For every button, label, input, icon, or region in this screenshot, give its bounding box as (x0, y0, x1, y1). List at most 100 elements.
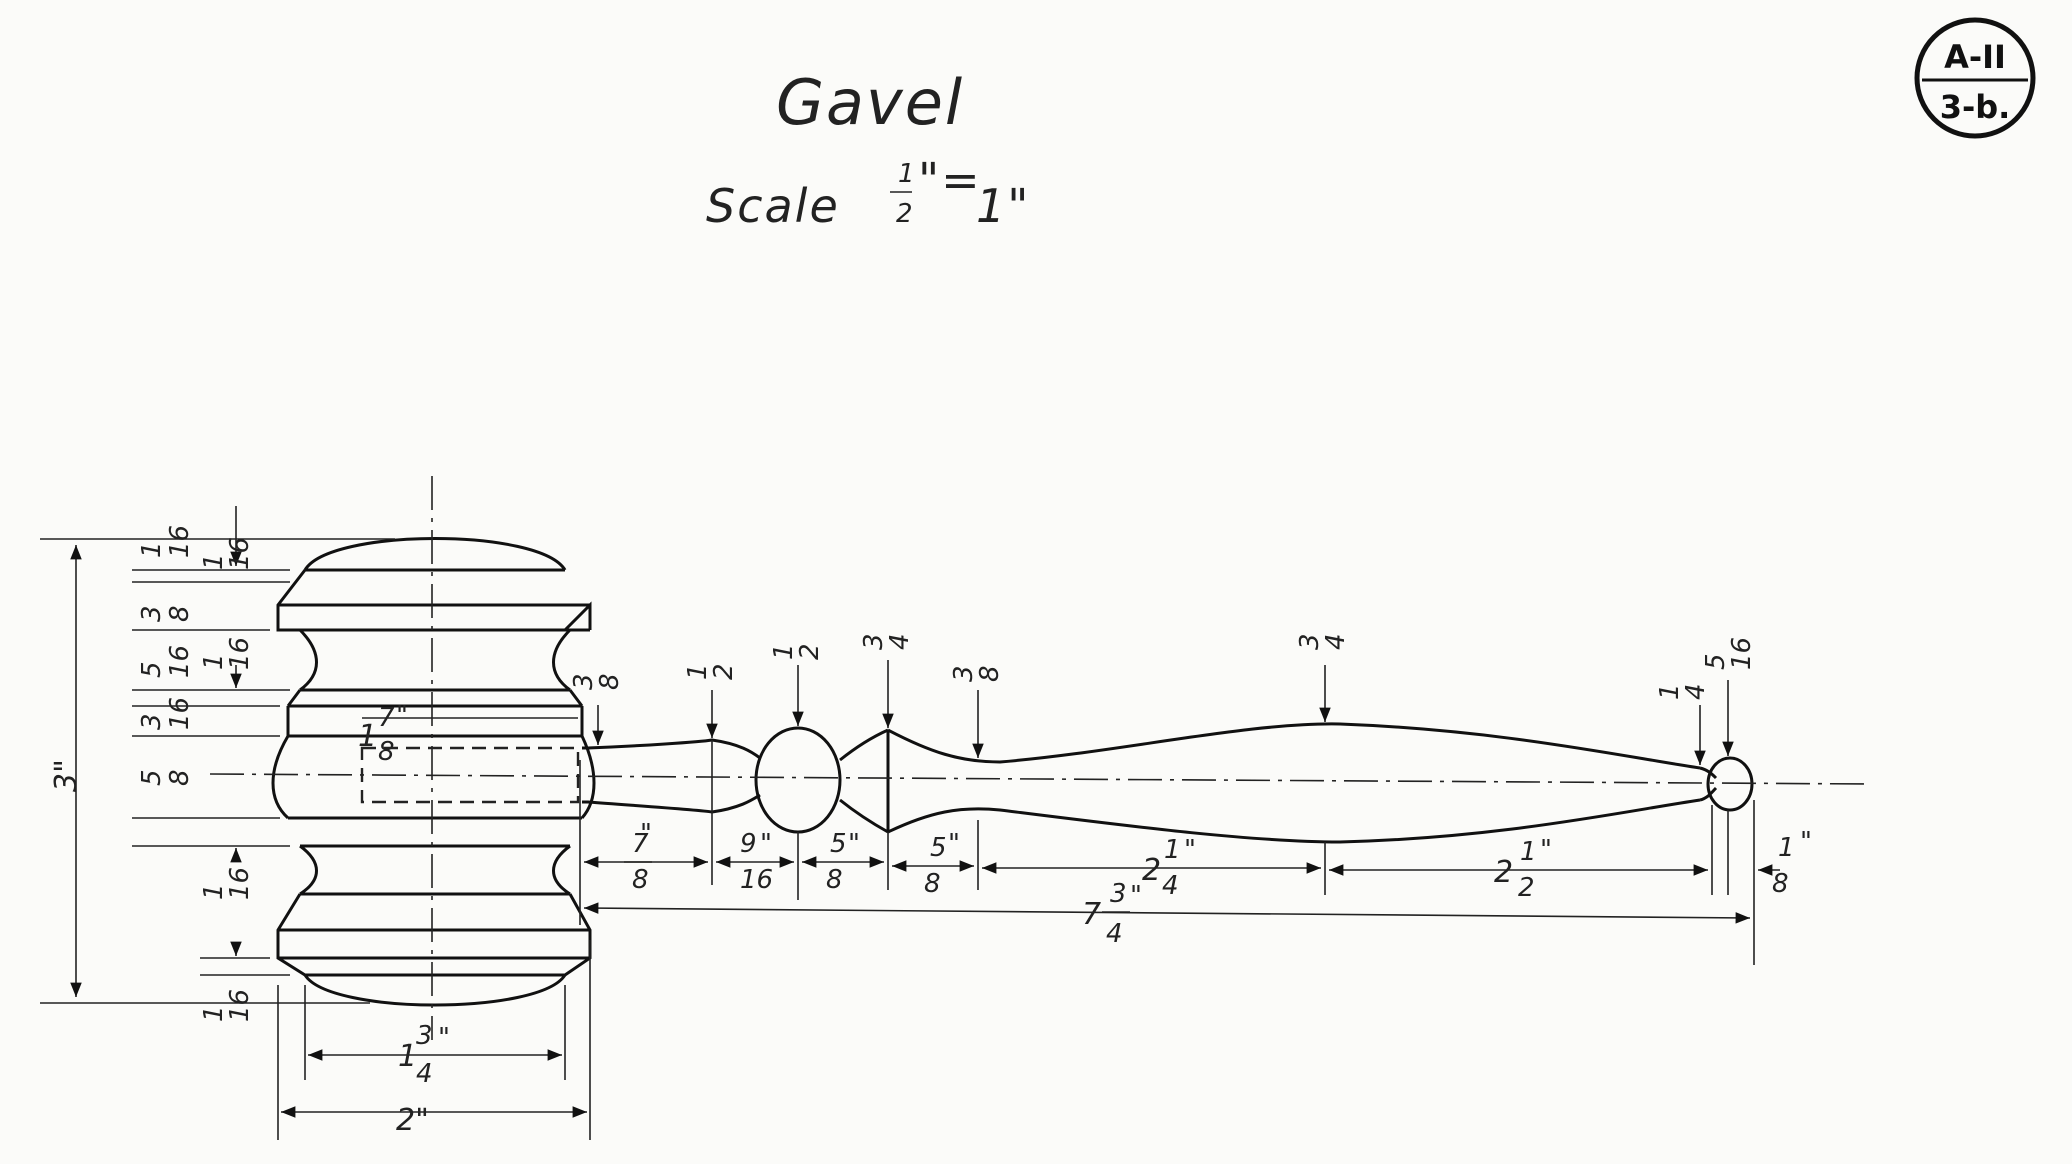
handle-neck-top (582, 738, 761, 760)
drawing-title: Gavel (776, 66, 964, 139)
gavel-head (271, 476, 596, 1040)
head-lower-groove (299, 844, 571, 896)
len-num: 5 (830, 829, 847, 859)
len-num: 1 (1164, 835, 1181, 865)
head-lower-collar (276, 893, 592, 977)
head-hidden-bore (360, 746, 580, 804)
right-stack-den: 16 (225, 537, 255, 570)
inch-mark: " (1184, 835, 1196, 865)
diam-den: 4 (885, 633, 915, 650)
left-stack-num: 3 (137, 605, 167, 622)
handle-center-line (209, 773, 1871, 785)
right-stack-den: 16 (225, 637, 255, 670)
right-stack-num: 1 (199, 653, 229, 670)
len-num: 7 (632, 829, 649, 859)
diam-num: 1 (683, 663, 713, 680)
diam-num: 3 (1295, 633, 1325, 650)
diam-den: 4 (1681, 683, 1711, 700)
left-stack-num: 1 (137, 541, 167, 558)
left-stack-den: 8 (165, 605, 195, 622)
right-stack-den: 16 (225, 867, 255, 900)
inch-marks: " " " " " " " " " " (396, 701, 1812, 1053)
len-num: 1 (1520, 837, 1537, 867)
len-den: 4 (1162, 871, 1179, 901)
inch-mark: " (1130, 881, 1142, 911)
badge-bottom: 3-b. (1940, 88, 2011, 126)
diam-den: 8 (975, 665, 1005, 682)
inch-mark: " (640, 819, 652, 849)
scale-right: 1" (976, 179, 1030, 233)
scale-equals: "= (918, 153, 982, 207)
head-upper-collar (276, 569, 592, 632)
len-den: 2 (1518, 873, 1535, 903)
inch-mark: " (438, 1023, 450, 1053)
scale-numerator: 1 (898, 159, 915, 189)
bore-depth-whole: 1 (358, 719, 377, 754)
len-den: 8 (924, 869, 941, 899)
diam-den: 16 (1727, 637, 1757, 670)
diam-den: 2 (795, 643, 825, 660)
head-upper-groove (298, 628, 572, 692)
sheet-badge: A-II 3-b. (1914, 17, 2036, 139)
inch-mark: " (396, 701, 408, 731)
left-stack-num: 5 (137, 661, 167, 678)
inch-mark: " (760, 829, 772, 859)
inner-width-den: 4 (416, 1059, 433, 1089)
diam-num: 3 (949, 665, 979, 682)
diam-den: 8 (595, 673, 625, 690)
diam-num: 3 (859, 633, 889, 650)
overall-num: 3 (1110, 879, 1127, 909)
overall-whole: 7 (1082, 897, 1101, 932)
inner-width-num: 3 (416, 1021, 433, 1051)
right-stack-num: 1 (199, 1005, 229, 1022)
head-dimension-lines (40, 506, 591, 1140)
len-whole: 2 (1494, 855, 1513, 890)
left-stack-num: 5 (137, 769, 167, 786)
inch-mark: " (948, 829, 960, 859)
head-top-dome (303, 537, 567, 571)
diam-num: 3 (569, 673, 599, 690)
badge-top: A-II (1944, 38, 2006, 76)
scale-label: Scale (706, 179, 840, 233)
badge-circle (1914, 17, 2036, 139)
left-stack-den: 16 (165, 645, 195, 678)
scale-note: Scale 1 2 "= 1" (706, 153, 1030, 233)
height-dim-text: 3" (49, 759, 84, 792)
handle-overall-dim (583, 902, 1751, 924)
overall-width-text: 2" (396, 1103, 429, 1138)
head-bottom-dome (303, 974, 567, 1007)
diam-num: 1 (1655, 683, 1685, 700)
len-num: 9 (740, 829, 757, 859)
head-dimension-text: 3" 2" 1 3 4 1 7 8 1 16 3 8 5 16 3 16 5 8… (49, 525, 433, 1138)
head-band-sides (286, 706, 584, 736)
len-num: 1 (1778, 833, 1795, 863)
bore-depth-num: 7 (378, 703, 395, 733)
len-whole: 2 (1142, 853, 1161, 888)
handle-dimension-text: 3 8 1 2 1 2 3 4 3 8 3 4 1 4 5 16 7 8 9 1… (569, 633, 1795, 949)
left-stack-den: 16 (165, 697, 195, 730)
inch-mark: " (1540, 835, 1552, 865)
left-stack-den: 8 (165, 769, 195, 786)
handle-cone (839, 728, 889, 834)
inner-width-whole: 1 (398, 1039, 417, 1074)
diam-den: 4 (1321, 633, 1351, 650)
len-den: 8 (1772, 869, 1789, 899)
scale-denominator: 2 (896, 199, 913, 229)
len-den: 8 (826, 865, 843, 895)
len-den: 8 (632, 865, 649, 895)
overall-den: 4 (1106, 919, 1123, 949)
left-stack-num: 3 (137, 713, 167, 730)
handle-grip (887, 722, 1701, 844)
handle-dimension-lines (579, 660, 1780, 965)
handle-ball (754, 726, 842, 834)
diam-den: 2 (709, 663, 739, 680)
diam-num: 5 (1701, 653, 1731, 670)
inch-mark: " (848, 829, 860, 859)
diam-num: 1 (769, 643, 799, 660)
inch-mark: " (1800, 827, 1812, 857)
gavel-handle (209, 722, 1871, 844)
handle-neck-bottom (582, 793, 761, 814)
len-num: 5 (930, 833, 947, 863)
